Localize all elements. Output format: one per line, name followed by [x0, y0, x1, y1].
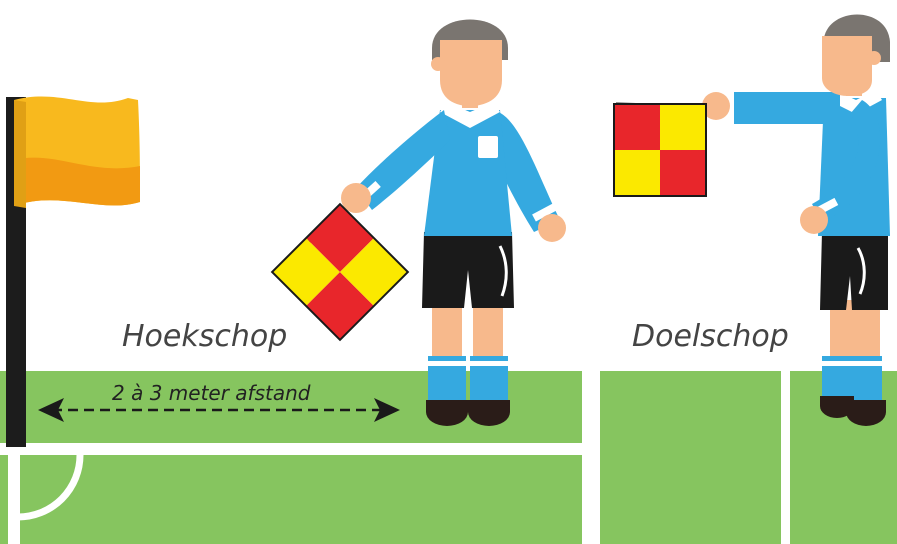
hand-right	[538, 214, 566, 242]
flag2-square-bl	[614, 150, 660, 196]
flag2-square-tl	[614, 104, 660, 150]
distance-arrow	[38, 398, 400, 422]
shorts-2	[820, 232, 888, 310]
goal-line	[0, 443, 582, 455]
hand-extended	[702, 92, 730, 120]
shoe-left	[426, 400, 468, 426]
shorts-stripe-2	[856, 247, 866, 295]
face	[440, 40, 502, 106]
arm-down-2	[812, 100, 881, 222]
corner-flag-fold	[14, 157, 140, 206]
arrowhead-right-icon	[374, 398, 400, 422]
sock-stripe-left	[428, 361, 466, 366]
arm-raised	[356, 110, 450, 210]
shoe-right	[468, 400, 510, 426]
arrowhead-left-icon	[38, 398, 64, 422]
arm-cuff-right	[532, 198, 566, 222]
corner-kick-label: Hoekschop	[122, 319, 287, 354]
hand-down-2	[800, 206, 828, 234]
collar	[440, 102, 500, 128]
flag2-border	[613, 103, 707, 197]
corner-flag-edge	[14, 100, 26, 208]
leg-left-2	[830, 300, 852, 360]
leg-left	[432, 300, 462, 360]
goal-kick-label: Doelschop	[632, 319, 789, 354]
sock-stripe-right	[470, 361, 508, 366]
leg-right	[473, 300, 503, 360]
collar-2	[828, 90, 882, 114]
flag-border	[270, 202, 410, 342]
referee-flag-upright	[613, 103, 707, 197]
distance-label: 2 à 3 meter afstand	[112, 381, 311, 405]
face-2	[822, 36, 872, 96]
touch-line	[8, 443, 20, 544]
shoe-left-2	[820, 396, 854, 418]
corner-arc	[17, 454, 84, 521]
shorts-stripe	[498, 245, 508, 297]
ear-2	[867, 51, 881, 65]
sock-stripe-left-2	[822, 361, 852, 366]
flag2-square-tr	[660, 104, 706, 150]
flag2-square-br	[660, 150, 706, 196]
arm-extended	[730, 92, 840, 124]
sock-stripe-right-2	[848, 361, 882, 366]
referee-flag-tilted	[270, 202, 410, 342]
pitch-strip-middle	[600, 371, 781, 544]
shirt-pocket	[478, 136, 498, 158]
arm-cuff-extended	[726, 92, 734, 124]
shoe-right-2	[846, 400, 886, 426]
assistant-referee-goal-kick	[615, 14, 890, 426]
hand-left	[341, 183, 371, 213]
corner-flag	[6, 96, 140, 447]
shorts	[422, 232, 514, 308]
ear	[431, 57, 445, 71]
